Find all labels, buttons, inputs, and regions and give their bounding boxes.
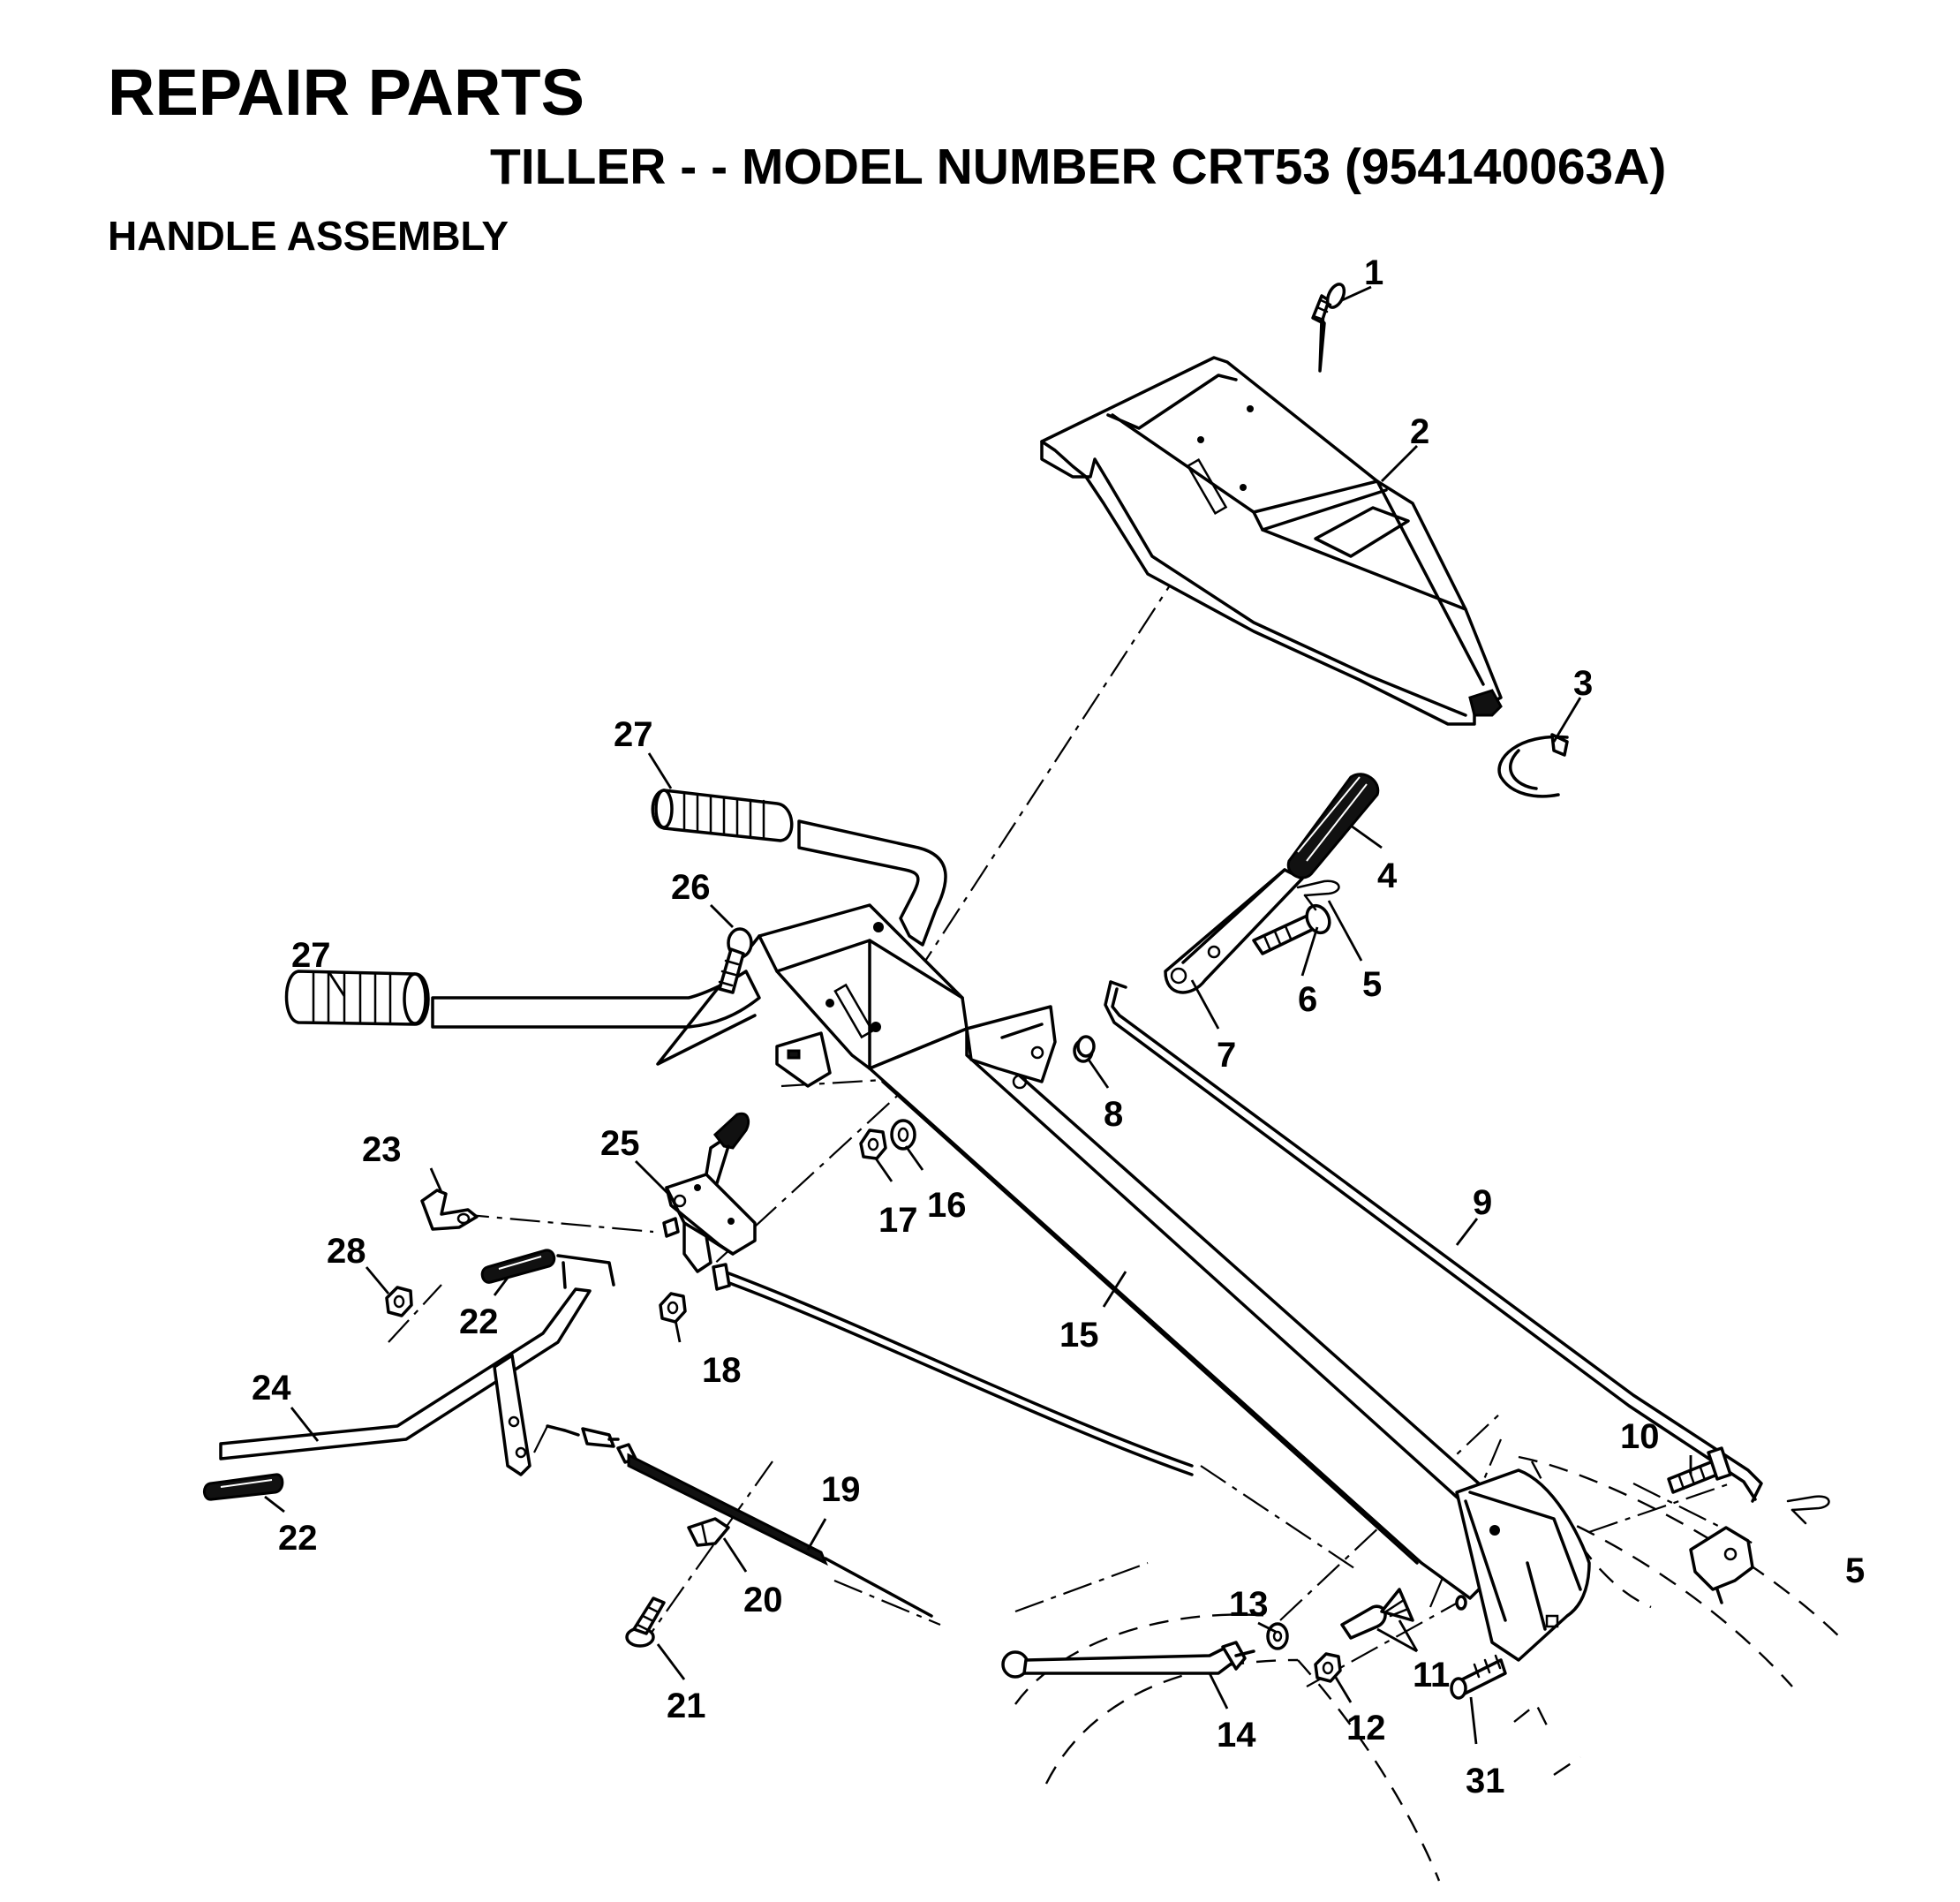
retaining-ring-3: [1497, 733, 1569, 798]
nut-28: [385, 1286, 413, 1317]
control-bracket-25: [662, 1112, 757, 1273]
callout-20: 20: [743, 1581, 783, 1619]
callout-3: 3: [1573, 664, 1593, 703]
leader-lines: [264, 285, 1692, 1745]
page-subtitle: TILLER - - MODEL NUMBER CRT53 (954140063…: [490, 139, 1667, 195]
callout-15: 15: [1059, 1316, 1099, 1355]
spacer-8: [1073, 1035, 1096, 1063]
screw-1: [1311, 283, 1346, 373]
upper-handlebar: [651, 789, 947, 947]
callout-27-lower: 27: [291, 936, 331, 975]
callout-8: 8: [1104, 1095, 1123, 1134]
callout-7: 7: [1217, 1036, 1236, 1075]
callout-24: 24: [252, 1369, 291, 1408]
callout-23: 23: [362, 1130, 402, 1169]
callout-6: 6: [1298, 980, 1317, 1019]
callout-21: 21: [667, 1687, 706, 1725]
hairpin-clip-5-lower: [1786, 1495, 1830, 1525]
lever-knob-4: [1286, 773, 1380, 879]
tine-shield-outline: [1014, 1455, 1846, 1882]
callout-31: 31: [1466, 1762, 1505, 1800]
bolt-10: [1667, 1446, 1732, 1494]
callout-19: 19: [821, 1470, 861, 1509]
callout-25: 25: [600, 1124, 640, 1163]
section-title: HANDLE ASSEMBLY: [108, 213, 509, 259]
callout-14: 14: [1217, 1716, 1256, 1755]
washer-16: [890, 1119, 916, 1151]
callout-9: 9: [1473, 1183, 1492, 1222]
callout-13: 13: [1229, 1585, 1269, 1624]
lower-handlebar: [284, 970, 761, 1029]
control-cable: [712, 1263, 1194, 1476]
callout-22-lower: 22: [278, 1519, 318, 1558]
callout-1: 1: [1364, 253, 1383, 292]
shift-rod-9: [1104, 980, 1763, 1503]
callout-12: 12: [1346, 1709, 1386, 1747]
cable-clamp-23: [420, 1189, 479, 1231]
shift-parts-11: [1340, 1588, 1467, 1640]
nut-18: [659, 1292, 687, 1324]
grip-22-lower: [203, 1473, 284, 1501]
tube-lower-bracket: [1455, 1468, 1591, 1662]
callout-5-lower: 5: [1845, 1551, 1865, 1590]
screw-21: [625, 1596, 666, 1648]
nut-17: [859, 1128, 887, 1160]
cable-19: [546, 1424, 933, 1618]
callout-11: 11: [1413, 1656, 1450, 1694]
shift-handle-14: [1001, 1641, 1255, 1679]
callout-22-upper: 22: [459, 1302, 499, 1341]
handle-tube-15: [868, 1005, 1520, 1600]
callout-labels: 1 2 3 4 5 5 6 7 8 9 10 11 12 13 14 15 16…: [252, 253, 1865, 1800]
callout-10: 10: [1620, 1417, 1660, 1456]
callout-4: 4: [1377, 857, 1398, 895]
console-panel: [1040, 356, 1503, 726]
lower-handlebar-24: [219, 1254, 615, 1476]
callout-2: 2: [1410, 412, 1429, 451]
callout-27-upper: 27: [614, 715, 653, 754]
callout-18: 18: [702, 1351, 742, 1390]
shift-lever-7: [1164, 868, 1304, 994]
hairpin-clip-5-upper: [1296, 879, 1340, 911]
callout-17: 17: [878, 1201, 918, 1240]
callout-26: 26: [671, 868, 711, 907]
nut-12: [1314, 1652, 1342, 1683]
cable-clip-20: [687, 1517, 730, 1547]
callout-28: 28: [327, 1232, 366, 1271]
grip-22-upper: [480, 1249, 556, 1284]
callout-16: 16: [927, 1186, 967, 1225]
callout-5-upper: 5: [1362, 965, 1382, 1004]
bolt-31: [1450, 1654, 1507, 1700]
bolt-26: [718, 927, 753, 994]
shift-fork: [1689, 1526, 1754, 1604]
washer-13: [1266, 1622, 1289, 1650]
page-title: REPAIR PARTS: [108, 56, 584, 129]
